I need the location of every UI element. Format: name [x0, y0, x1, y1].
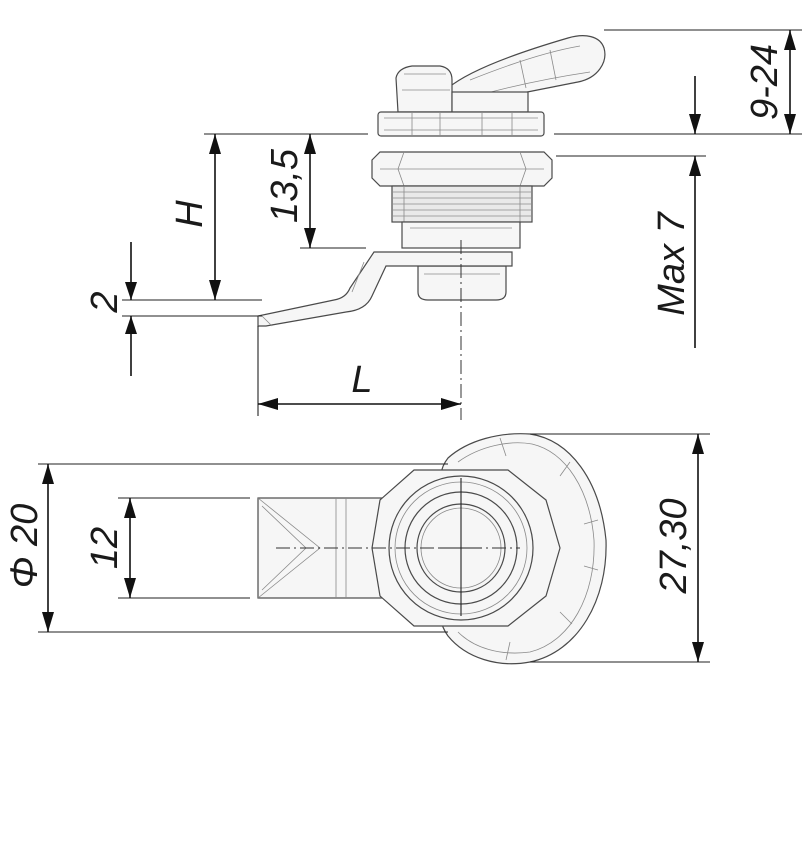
dim-label-27-30: 27,30 [653, 498, 695, 594]
dim-label-h: H [169, 200, 211, 228]
dim-label-12: 12 [84, 527, 126, 569]
cam-plate [257, 251, 513, 327]
dim-label-13-5: 13,5 [264, 148, 306, 223]
dim-2: 2 [84, 242, 262, 376]
dim-max-7: Max 7 [556, 76, 706, 348]
dim-9-24: 9-24 [554, 29, 802, 135]
dim-label-max-7: Max 7 [651, 210, 693, 315]
dim-13-5: 13,5 [204, 133, 368, 249]
top-washer [377, 111, 545, 137]
dim-label-l: L [351, 359, 372, 401]
top-view [257, 433, 607, 665]
dim-l: L [257, 326, 461, 416]
hex-nut [371, 151, 553, 187]
dim-h: H [122, 134, 262, 301]
dim-27-30: 27,30 [530, 433, 710, 663]
cam-plug [417, 265, 507, 301]
dim-label-9-24: 9-24 [744, 44, 786, 120]
dim-phi-20: Φ 20 [4, 463, 448, 633]
dim-label-2: 2 [84, 291, 126, 313]
dim-label-phi-20: Φ 20 [4, 504, 46, 589]
threaded-body [391, 185, 533, 223]
knob-cap [395, 65, 529, 113]
dim-12: 12 [84, 497, 250, 599]
